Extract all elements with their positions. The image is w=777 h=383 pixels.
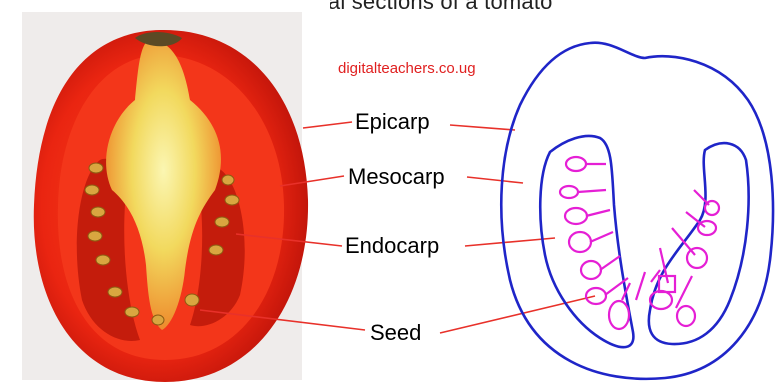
tomato-outline-diagram — [501, 43, 773, 379]
pointer-lines — [200, 122, 595, 333]
outer-epicarp-outline — [501, 43, 773, 379]
pointer-mesocarp-diagram — [467, 177, 523, 183]
pointer-epicarp-photo — [303, 122, 352, 128]
pointer-epicarp-diagram — [450, 125, 515, 130]
locule-left-outline — [540, 136, 633, 347]
pointer-seed-photo — [200, 310, 365, 330]
seed-diagram — [560, 157, 719, 329]
locule-right-outline — [649, 143, 749, 344]
pointer-endocarp-photo — [236, 234, 342, 246]
pointer-mesocarp-photo — [280, 176, 344, 186]
